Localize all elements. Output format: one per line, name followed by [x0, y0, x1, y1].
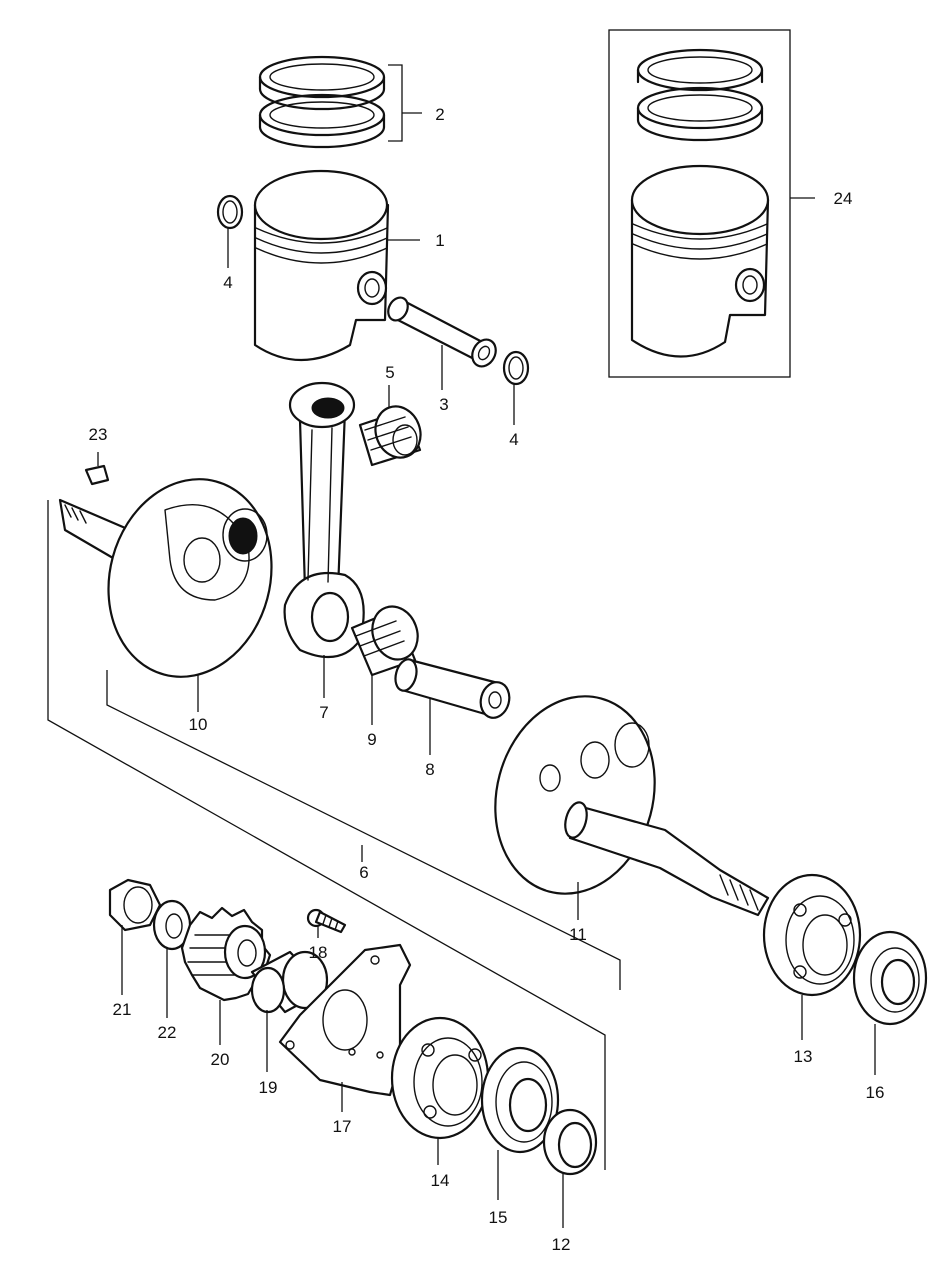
label-3: 3: [439, 395, 448, 414]
label-1: 1: [435, 231, 444, 250]
label-9: 9: [367, 730, 376, 749]
oil-seal-12: [542, 1108, 598, 1176]
connecting-rod: [283, 381, 365, 659]
label-17: 17: [333, 1117, 352, 1136]
label-4a: 4: [223, 273, 232, 292]
bolt-18: [306, 908, 347, 934]
bearing-13: [762, 873, 862, 997]
bracket-10: [106, 670, 621, 990]
seal-15: [480, 1046, 560, 1154]
label-7: 7: [319, 703, 328, 722]
label-11: 11: [569, 925, 587, 944]
label-13: 13: [794, 1047, 813, 1066]
label-10: 10: [189, 715, 208, 734]
label-5: 5: [385, 363, 394, 382]
label-4b: 4: [509, 430, 518, 449]
label-14: 14: [431, 1171, 450, 1190]
label-12: 12: [552, 1235, 571, 1254]
box-24: [608, 29, 791, 378]
right-crank-half: [494, 695, 770, 917]
spacer-19: [250, 950, 329, 1014]
woodruff-key: [84, 464, 110, 486]
piston-set-piston: [630, 164, 770, 358]
circlip-left: [216, 194, 244, 230]
label-19: 19: [259, 1078, 278, 1097]
bearing-plate-17: [278, 943, 412, 1097]
left-crank-half: [58, 478, 273, 678]
piston: [253, 169, 390, 361]
label-21: 21: [113, 1000, 132, 1019]
label-2: 2: [435, 105, 444, 124]
label-15: 15: [489, 1208, 508, 1227]
piston-rings: [258, 55, 386, 149]
circlip-right: [502, 350, 530, 386]
primary-gear-20: [180, 906, 272, 1002]
small-end-bearing: [358, 405, 422, 467]
oil-seal-16: [852, 930, 928, 1026]
piston-set-rings: [636, 48, 764, 142]
bracket-2: [388, 64, 422, 142]
label-23: 23: [89, 425, 108, 444]
label-24: 24: [834, 189, 853, 208]
label-20: 20: [211, 1050, 230, 1069]
label-18: 18: [309, 943, 328, 962]
label-16: 16: [866, 1083, 885, 1102]
bearing-14: [390, 1016, 490, 1140]
crank-pin: [394, 658, 511, 719]
nut-21: [108, 878, 162, 932]
label-22: 22: [158, 1023, 177, 1042]
piston-pin: [387, 296, 497, 368]
bracket-6: [47, 500, 606, 1170]
big-end-bearing: [350, 605, 419, 677]
label-8: 8: [425, 760, 434, 779]
label-6: 6: [359, 863, 368, 882]
